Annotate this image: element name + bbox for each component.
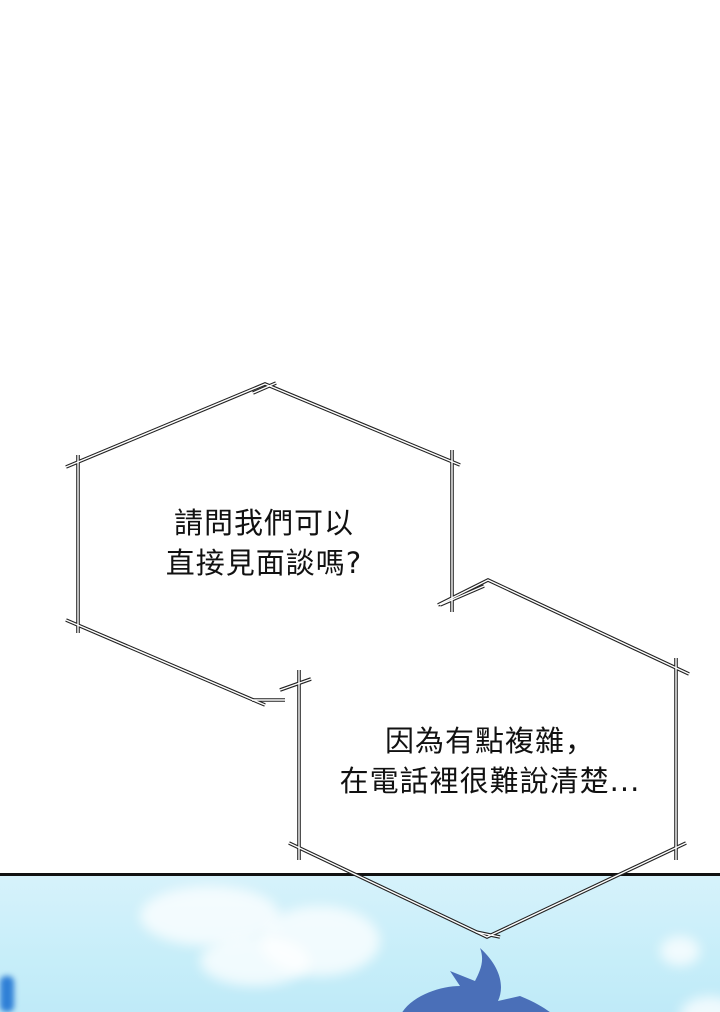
sky-panel — [0, 876, 720, 1012]
character-hair-icon — [402, 948, 550, 1012]
bubble-2-line-2: 在電話裡很難說清楚... — [339, 764, 641, 798]
blue-element — [0, 976, 14, 1012]
cloud — [660, 936, 700, 966]
bubble-1-line-1: 請問我們可以 — [173, 506, 354, 540]
speech-bubble-1-text: 請問我們可以 直接見面談嗎? — [130, 503, 398, 583]
speech-bubble-2-text: 因為有點複雜， 在電話裡很難說清楚... — [300, 721, 680, 801]
bubble-2-line-1: 因為有點複雜， — [384, 724, 595, 758]
bubble-1-line-2: 直接見面談嗎? — [165, 546, 363, 580]
cloud — [680, 996, 720, 1012]
panel-divider — [0, 873, 720, 876]
cloud — [200, 936, 310, 986]
